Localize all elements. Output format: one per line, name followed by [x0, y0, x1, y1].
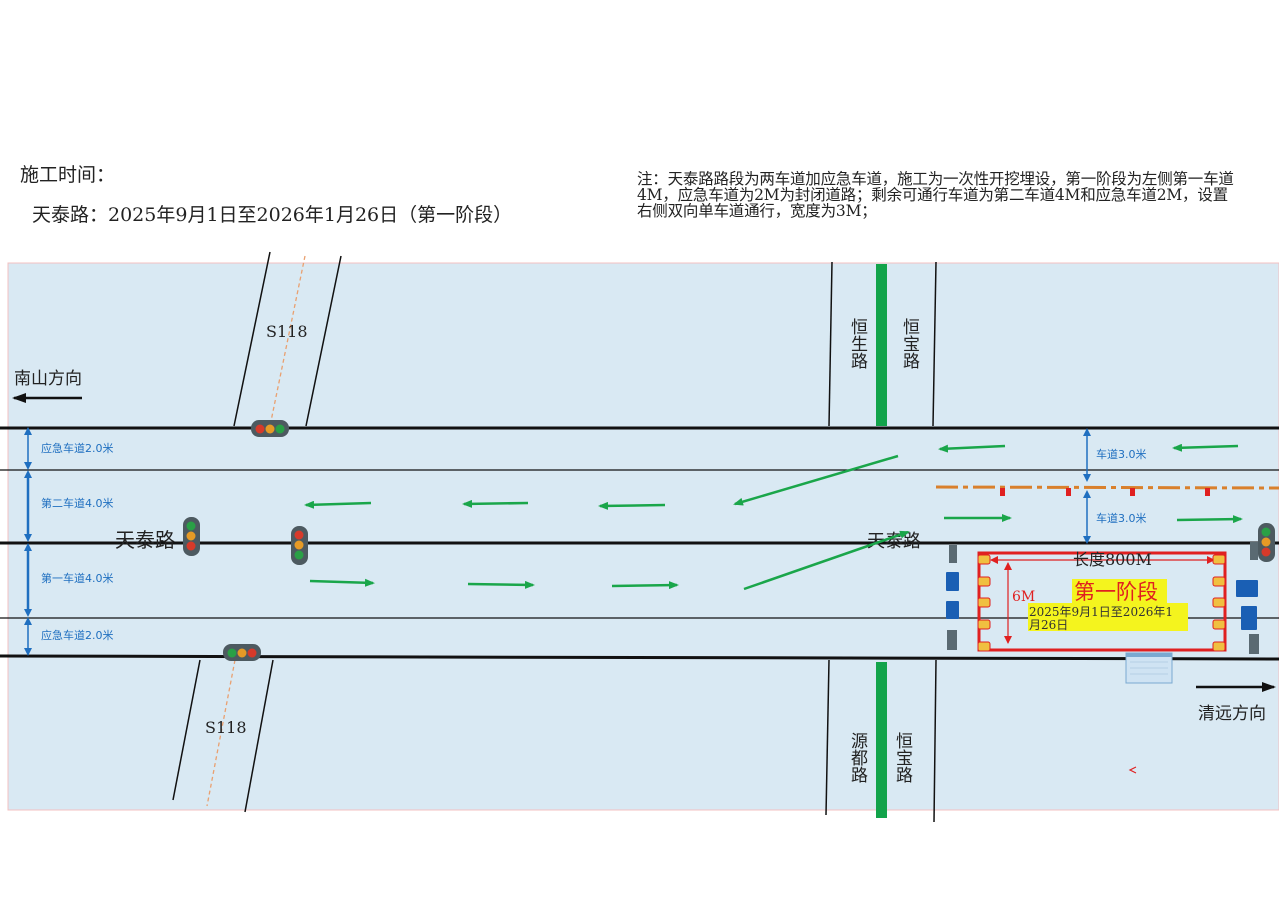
heng-road-bottom	[825, 659, 937, 823]
lane-widths: 应急车道2.0米 第二车道4.0米 第一车道4.0米 应急车道2.0米 车道3.…	[24, 427, 1147, 656]
hengbao-road-label-top: 恒宝路	[899, 318, 920, 369]
hengsheng-road-label: 恒生路	[847, 318, 868, 369]
tiantai-road-label-right: 天泰路	[867, 531, 921, 552]
arrow-west-5	[1172, 443, 1239, 452]
arrow-east-2	[467, 580, 535, 589]
traffic-light-icon	[251, 420, 289, 437]
work-zone-length-label: 长度800M	[1073, 550, 1152, 569]
arrow-west-2	[462, 499, 529, 508]
yuandu-road-label: 源都路	[847, 732, 868, 783]
lane-label-second: 第二车道4.0米	[41, 496, 114, 510]
construction-date-range: 天泰路：2025年9月1日至2026年1月26日（第一阶段）	[32, 204, 513, 226]
tiantai-road-label-left: 天泰路	[115, 528, 175, 552]
arrow-merge-east	[743, 530, 910, 591]
traffic-light-icon	[183, 517, 200, 556]
arrow-west-1	[304, 500, 372, 509]
construction-time-label: 施工时间：	[20, 164, 116, 186]
east-direction-label: 清远方向	[1198, 704, 1266, 724]
phase-title: 第一阶段	[1074, 580, 1158, 604]
warning-sign-icon	[946, 542, 1259, 654]
east-direction: 清远方向	[1196, 682, 1276, 724]
s118-label-bottom: S118	[205, 718, 247, 737]
road-area	[7, 262, 1279, 811]
traffic-light-icon	[1258, 523, 1275, 562]
s118-road-top	[233, 251, 342, 427]
detour-lane-label-2: 车道3.0米	[1096, 511, 1147, 525]
traffic-light-icon	[291, 526, 308, 565]
info-board-icon	[1125, 652, 1173, 684]
arrow-merge-west	[733, 454, 899, 506]
barrier-cones	[977, 554, 1226, 652]
work-zone-width-label: 6M	[1012, 589, 1035, 605]
lane-label-emergency-top: 应急车道2.0米	[41, 441, 114, 455]
lane-label-emergency-bottom: 应急车道2.0米	[41, 628, 114, 642]
arrow-west-3	[598, 501, 666, 510]
main-road-lines	[0, 426, 1279, 661]
detour-lane-label-1: 车道3.0米	[1096, 447, 1147, 461]
small-red-mark	[1128, 766, 1137, 774]
heng-road-top	[828, 261, 937, 427]
arrow-east-3	[611, 581, 679, 590]
west-direction-label: 南山方向	[14, 369, 82, 389]
construction-note: 注：天泰路路段为两车道加应急车道，施工为一次性开挖埋设，第一阶段为左侧第一车道4…	[637, 170, 1234, 220]
s118-label-top: S118	[266, 322, 308, 341]
arrow-east-5	[1176, 515, 1243, 524]
lane-label-first: 第一车道4.0米	[41, 571, 114, 585]
traffic-arrows	[304, 443, 1243, 591]
west-direction: 南山方向	[12, 369, 82, 403]
arrow-east-1	[309, 578, 375, 587]
traffic-light-icon	[223, 644, 261, 661]
barrier-line	[935, 485, 1279, 496]
s118-road-bottom	[172, 659, 274, 813]
hengbao-road-label-bottom: 恒宝路	[892, 732, 913, 783]
arrow-west-4	[938, 444, 1006, 453]
